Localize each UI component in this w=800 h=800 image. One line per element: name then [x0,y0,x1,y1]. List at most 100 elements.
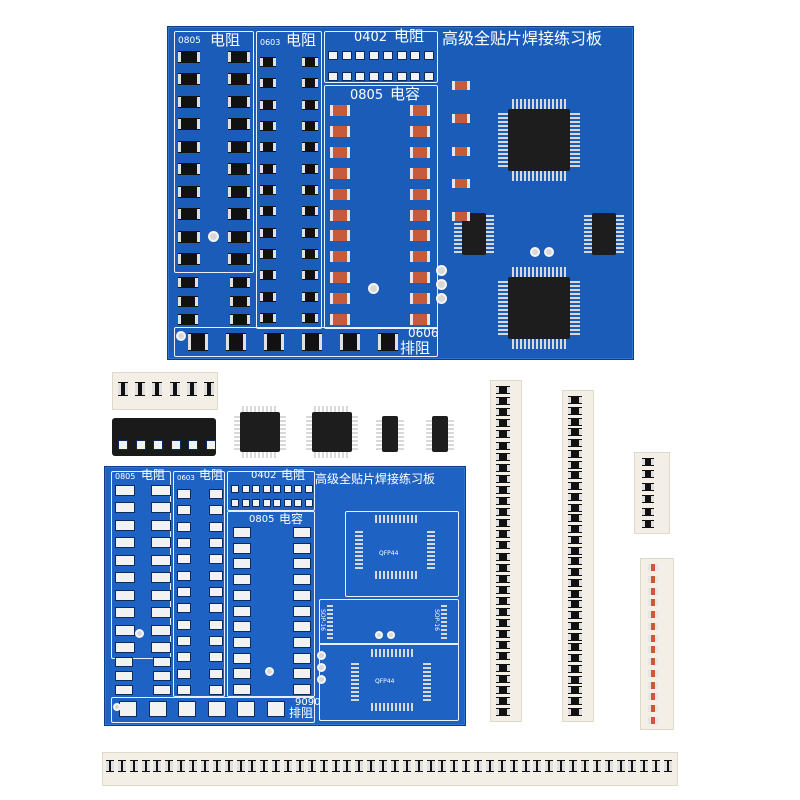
qfp-pins [352,414,358,450]
solder-pad [151,519,171,531]
solder-pad [293,558,311,570]
capacitor-tape-contents [648,564,664,724]
smd-capacitor [410,230,430,242]
solder-pad [233,684,251,695]
smd-resistor [260,227,276,238]
capacitor-0805-array [330,105,430,325]
section-qfp-outline-upper [345,511,459,597]
smd-resistor [568,535,582,544]
solder-pad [262,485,271,493]
smd-resistor [568,417,582,426]
smd-resistor [177,760,186,772]
smd-resistor [367,760,376,772]
smd-resistor [496,708,510,716]
pad-cap-0805-array [233,527,311,695]
qfp-pins [512,267,566,277]
solder-pad [273,485,282,493]
smd-resistor [178,185,200,198]
smd-resistor [496,430,510,439]
solder-pad [209,685,223,695]
test-hole [436,293,447,304]
solder-pad [151,589,171,601]
smd-resistor [496,397,510,406]
solder-pad [115,589,135,601]
solder-pad [170,440,181,450]
smd-resistor [568,492,582,501]
smd-resistor [129,760,138,772]
smd-resistor [204,382,214,396]
smd-resistor [568,654,582,663]
resistor-0402-array [328,51,434,81]
label-0805-cap-size: 0805 [249,514,275,525]
smd-resistor [642,470,654,479]
label-0402-size: 0402 [251,470,277,481]
solder-pad [177,538,191,548]
solder-pad [151,502,171,514]
solder-pad [305,499,313,507]
smd-resistor [557,760,566,772]
pad-0402-array [231,485,313,507]
smd-resistor [642,482,654,491]
smd-resistor [496,463,510,472]
smd-resistor [496,619,510,628]
smd-resistor [496,608,510,617]
smd-resistor [568,396,582,404]
smd-resistor [260,291,276,302]
label-0606-network: 排阻 [400,339,431,357]
smd-resistor [307,760,316,772]
solder-pad [410,51,421,60]
solder-pad [151,642,171,653]
smd-resistor [302,78,318,89]
test-hole [436,265,447,276]
smd-resistor [496,452,510,461]
section-0402-resistor-outline [227,471,315,511]
smd-capacitor [452,179,470,189]
solder-pad [233,542,251,554]
smd-resistor [568,503,582,512]
section-0606-network-outline [111,697,315,723]
section-0805-resistor-outline [174,31,254,273]
smd-resistor [264,333,284,351]
qfp-footprint-pads [351,661,359,701]
solder-pad [115,671,133,681]
sop16-label-right: SOP-16 [432,609,440,631]
smd-resistor [496,585,510,594]
solder-pad [206,440,216,450]
label-0603-size: 0603 [260,38,281,47]
qfp-pins [314,406,350,412]
smd-resistor [260,142,276,153]
solder-pad [151,607,171,619]
smd-resistor [178,118,200,131]
smd-resistor [496,696,510,705]
solder-pad [273,499,282,507]
smd-capacitor [330,251,350,263]
sop16-chip-right [592,213,616,255]
qfp-pins [512,171,566,181]
smd-resistor [226,333,246,351]
smd-resistor [568,525,582,534]
smd-resistor [319,760,328,772]
smd-capacitor [648,646,658,654]
smd-resistor [178,51,200,63]
solder-pad [177,570,191,581]
smd-resistor [496,552,510,561]
smd-resistor [153,760,162,772]
smd-resistor [260,78,276,89]
smd-capacitor [648,564,658,571]
test-hole [265,667,274,676]
smd-resistor [302,249,318,259]
pad-network-array [119,701,285,717]
solder-pad [115,554,135,566]
smd-resistor [592,760,601,772]
smd-resistor [497,760,506,772]
smd-capacitor [648,717,658,724]
smd-resistor [642,458,654,466]
solder-pad [233,668,251,680]
sop-pins [448,418,454,450]
smd-resistor [260,121,276,131]
smd-capacitor [330,293,350,305]
solder-pad [148,701,167,717]
smd-resistor [568,428,582,437]
solder-pad [233,621,251,633]
smd-capacitor [410,125,430,137]
